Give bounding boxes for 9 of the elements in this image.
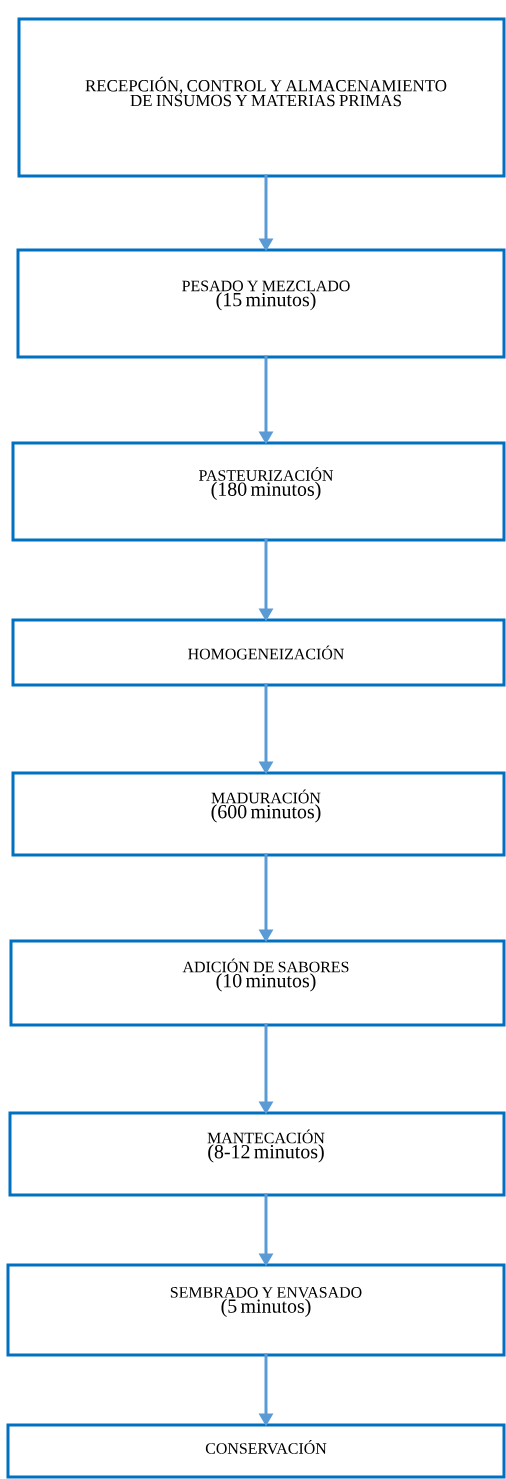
process-box: HOMOGENEIZACIÓN <box>11 618 506 687</box>
process-box: PASTEURIZACIÓN (180 minutos) <box>11 441 506 542</box>
process-box: SEMBRADO Y ENVASADO (5 minutos) <box>6 1263 506 1357</box>
process-box: CONSERVACIÓN <box>6 1423 506 1479</box>
process-box: RECEPCIÓN, CONTROL Y ALMACENAMIENTO DE INSUMOS Y MATERIAS PRIMAS <box>17 17 506 178</box>
process-box: ADICIÓN DE SABORES (10 minutos) <box>9 939 506 1027</box>
process-box: MANTECACIÓN (8-12 minutos) <box>8 1111 506 1197</box>
process-box: MADURACIÓN (600 minutos) <box>11 771 506 857</box>
process-box: PESADO Y MEZCLADO (15 minutos) <box>16 248 506 359</box>
